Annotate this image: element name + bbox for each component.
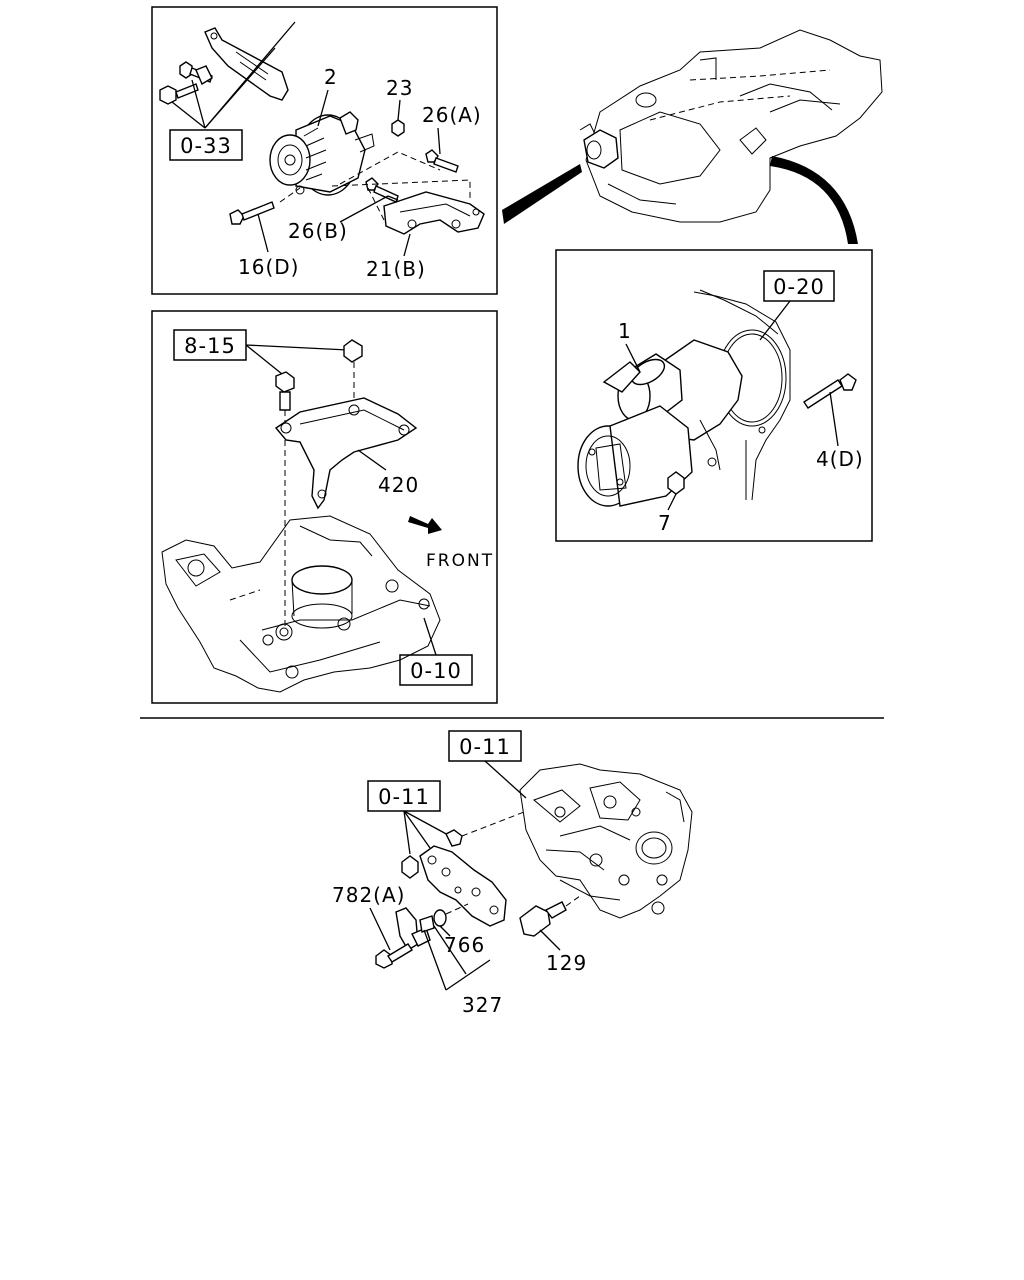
panel-starter: 0-20 1 [555,249,873,542]
label-420: 420 [378,473,419,497]
bolt-icon [275,371,295,630]
label-2: 2 [324,65,338,89]
panel-starter-frame [555,249,873,542]
ref-label-0-11-left: 0-11 [378,785,430,809]
label-4d: 4(D) [816,447,864,471]
panel-bracket: 8-15 420 FRONT [151,310,498,704]
cylinder-head-icon [161,515,441,693]
label-129: 129 [546,951,587,975]
callout-arrow-icon [502,164,582,224]
panel-alternator-frame [151,6,498,295]
bolt-icon [375,943,413,969]
bolt-icon [445,829,463,847]
ref-box-0-33 [169,129,243,161]
o-ring-icon [419,909,447,933]
label-1: 1 [618,319,632,343]
bracket-icon [274,397,418,510]
label-26a: 26(A) [422,103,482,127]
front-label: FRONT [426,551,494,571]
nut-icon [391,119,405,137]
cover-plate-icon [419,845,507,927]
ref-label-0-33: 0-33 [180,134,232,158]
bolt-icon [179,61,213,86]
nut-icon [667,471,685,495]
ref-label-0-10: 0-10 [410,659,462,683]
panel-bracket-frame [151,310,498,704]
label-782a: 782(A) [332,883,405,907]
ref-label-0-20: 0-20 [773,275,825,299]
label-7: 7 [658,511,672,535]
ref-label-8-15: 8-15 [184,334,236,358]
bolt-icon [159,83,199,105]
label-26b: 26(B) [288,219,348,243]
engine-overview-icon [579,29,883,223]
bolt-icon [229,201,275,225]
label-327: 327 [462,993,503,1017]
panel-alternator: 0-33 2 23 26(A) [151,6,498,295]
bolt-icon [803,373,857,409]
starter-motor-icon [577,339,743,507]
nut-icon [401,855,419,879]
alternator-bracket-icon [383,191,485,235]
label-16d: 16(D) [238,255,299,279]
callout-arrow-icon [770,156,858,244]
alternator-icon [269,111,375,196]
adjusting-plate-icon [204,27,289,101]
label-766: 766 [444,933,485,957]
ref-box-0-20 [763,270,835,302]
ref-label-0-11-right: 0-11 [459,735,511,759]
front-arrow-icon [408,516,442,534]
label-23: 23 [386,76,413,100]
lower-section: 0-11 0-11 [332,730,693,1017]
label-21b: 21(B) [366,257,426,281]
sensor-icon [519,901,567,937]
bolt-icon [425,149,459,173]
engine-block-icon [519,763,693,919]
